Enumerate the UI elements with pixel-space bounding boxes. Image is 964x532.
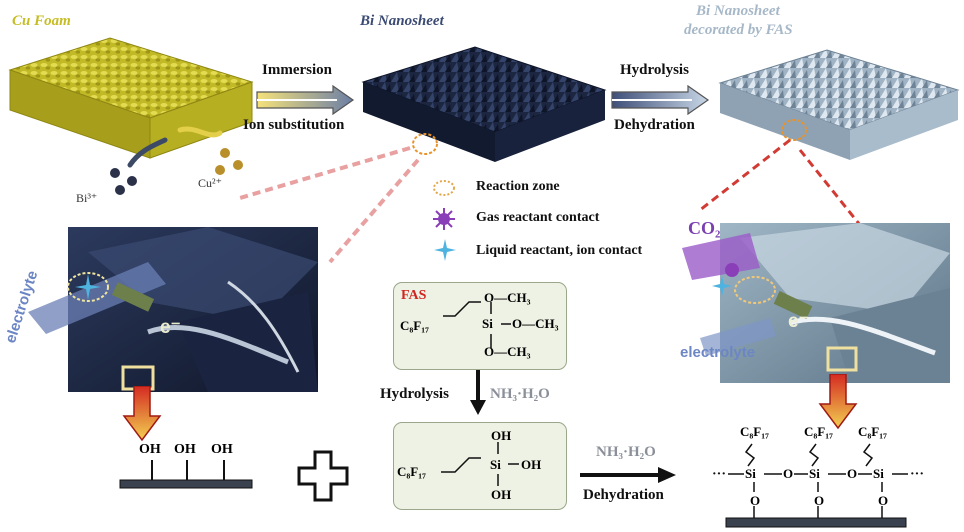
dehydration-label: Dehydration [583,487,664,503]
ion-illustration [110,126,243,195]
hydrolysis-label: Hydrolysis [380,386,449,402]
legend-liquid-contact: Liquid reactant, ion contact [476,243,643,258]
left-electron-label: e⁻ [160,317,181,338]
co2-label: CO₂ [688,218,721,238]
silanol-bonds [441,442,519,486]
reagent-label: NH₃·H₂O [490,386,550,402]
fas-si: Si [482,316,493,331]
fas-och3-top: O—CH₃ [484,290,531,305]
silanol-c8f17: C₈F₁₇ [397,464,427,479]
hydroxyl-surface [119,460,253,489]
fas-c8f17: C₈F₁₇ [400,318,430,333]
silanol-structure-box [393,422,567,510]
network-o-3: O [750,493,761,508]
silanol-si: Si [490,457,501,472]
network-c8f17-1: C₈F₁₇ [740,424,770,439]
network-si-3: Si [873,466,884,481]
bi-nanosheet-block [361,46,607,162]
network-si-2: Si [809,466,820,481]
right-down-arrow [818,374,858,430]
liquid-contact-icon [434,239,456,261]
hydrolysis-arrow [470,370,486,415]
bi-ion-label: Bi³⁺ [76,191,98,205]
cu-foam-label: Cu Foam [12,13,71,29]
oh-label-1: OH [139,442,161,457]
cu-foam-block [8,37,254,159]
fas-bonds [443,301,511,348]
left-down-arrow [122,386,162,442]
step2-bottom-label: Dehydration [614,117,695,133]
bi-fas-label-line1: Bi Nanosheet [696,3,780,19]
left-zoom-view [28,227,318,392]
right-zoom-view [682,223,950,383]
reaction-zone-icon [433,180,455,196]
fas-och3-bottom: O—CH₃ [484,344,531,359]
step2-top-label: Hydrolysis [620,62,689,78]
process-arrow-1 [256,85,355,115]
right-electron-label: e⁻ [788,311,809,332]
gas-contact-icon [433,208,455,230]
silanol-oh-top: OH [491,428,512,443]
svg-text:···: ··· [712,467,726,482]
network-o-2: O [847,466,858,481]
process-arrow-2 [611,85,710,115]
fas-name-label: FAS [401,288,427,303]
network-c8f17-2: C₈F₁₇ [804,424,834,439]
reagent2-label: NH₃·H₂O [596,444,656,460]
silanol-oh-bottom: OH [491,487,512,502]
bi-fas-block [718,49,960,160]
right-electrolyte-label: electrolyte [680,344,756,361]
bi-nanosheet-label: Bi Nanosheet [360,13,444,29]
network-o-5: O [878,493,889,508]
step1-bottom-label: Ion substitution [243,117,345,133]
dehydration-arrow [580,467,676,483]
network-si-1: Si [745,466,756,481]
network-o-4: O [814,493,825,508]
oh-label-3: OH [211,442,233,457]
svg-text:···: ··· [910,467,924,482]
step1-top-label: Immersion [262,62,332,78]
plus-sign [297,450,349,502]
network-c8f17-3: C₈F₁₇ [858,424,888,439]
legend-gas-contact: Gas reactant contact [476,210,600,225]
oh-label-2: OH [174,442,196,457]
legend-reaction-zone: Reaction zone [476,179,560,194]
silanol-oh-right: OH [521,457,542,472]
siloxane-network: ··· ··· [712,443,924,528]
network-o-1: O [783,466,794,481]
fas-och3-right: O—CH₃ [512,316,559,331]
cu-ion-label: Cu²⁺ [198,176,222,190]
bi-fas-label-line2: decorated by FAS [684,22,793,38]
fas-structure-box [393,282,567,370]
